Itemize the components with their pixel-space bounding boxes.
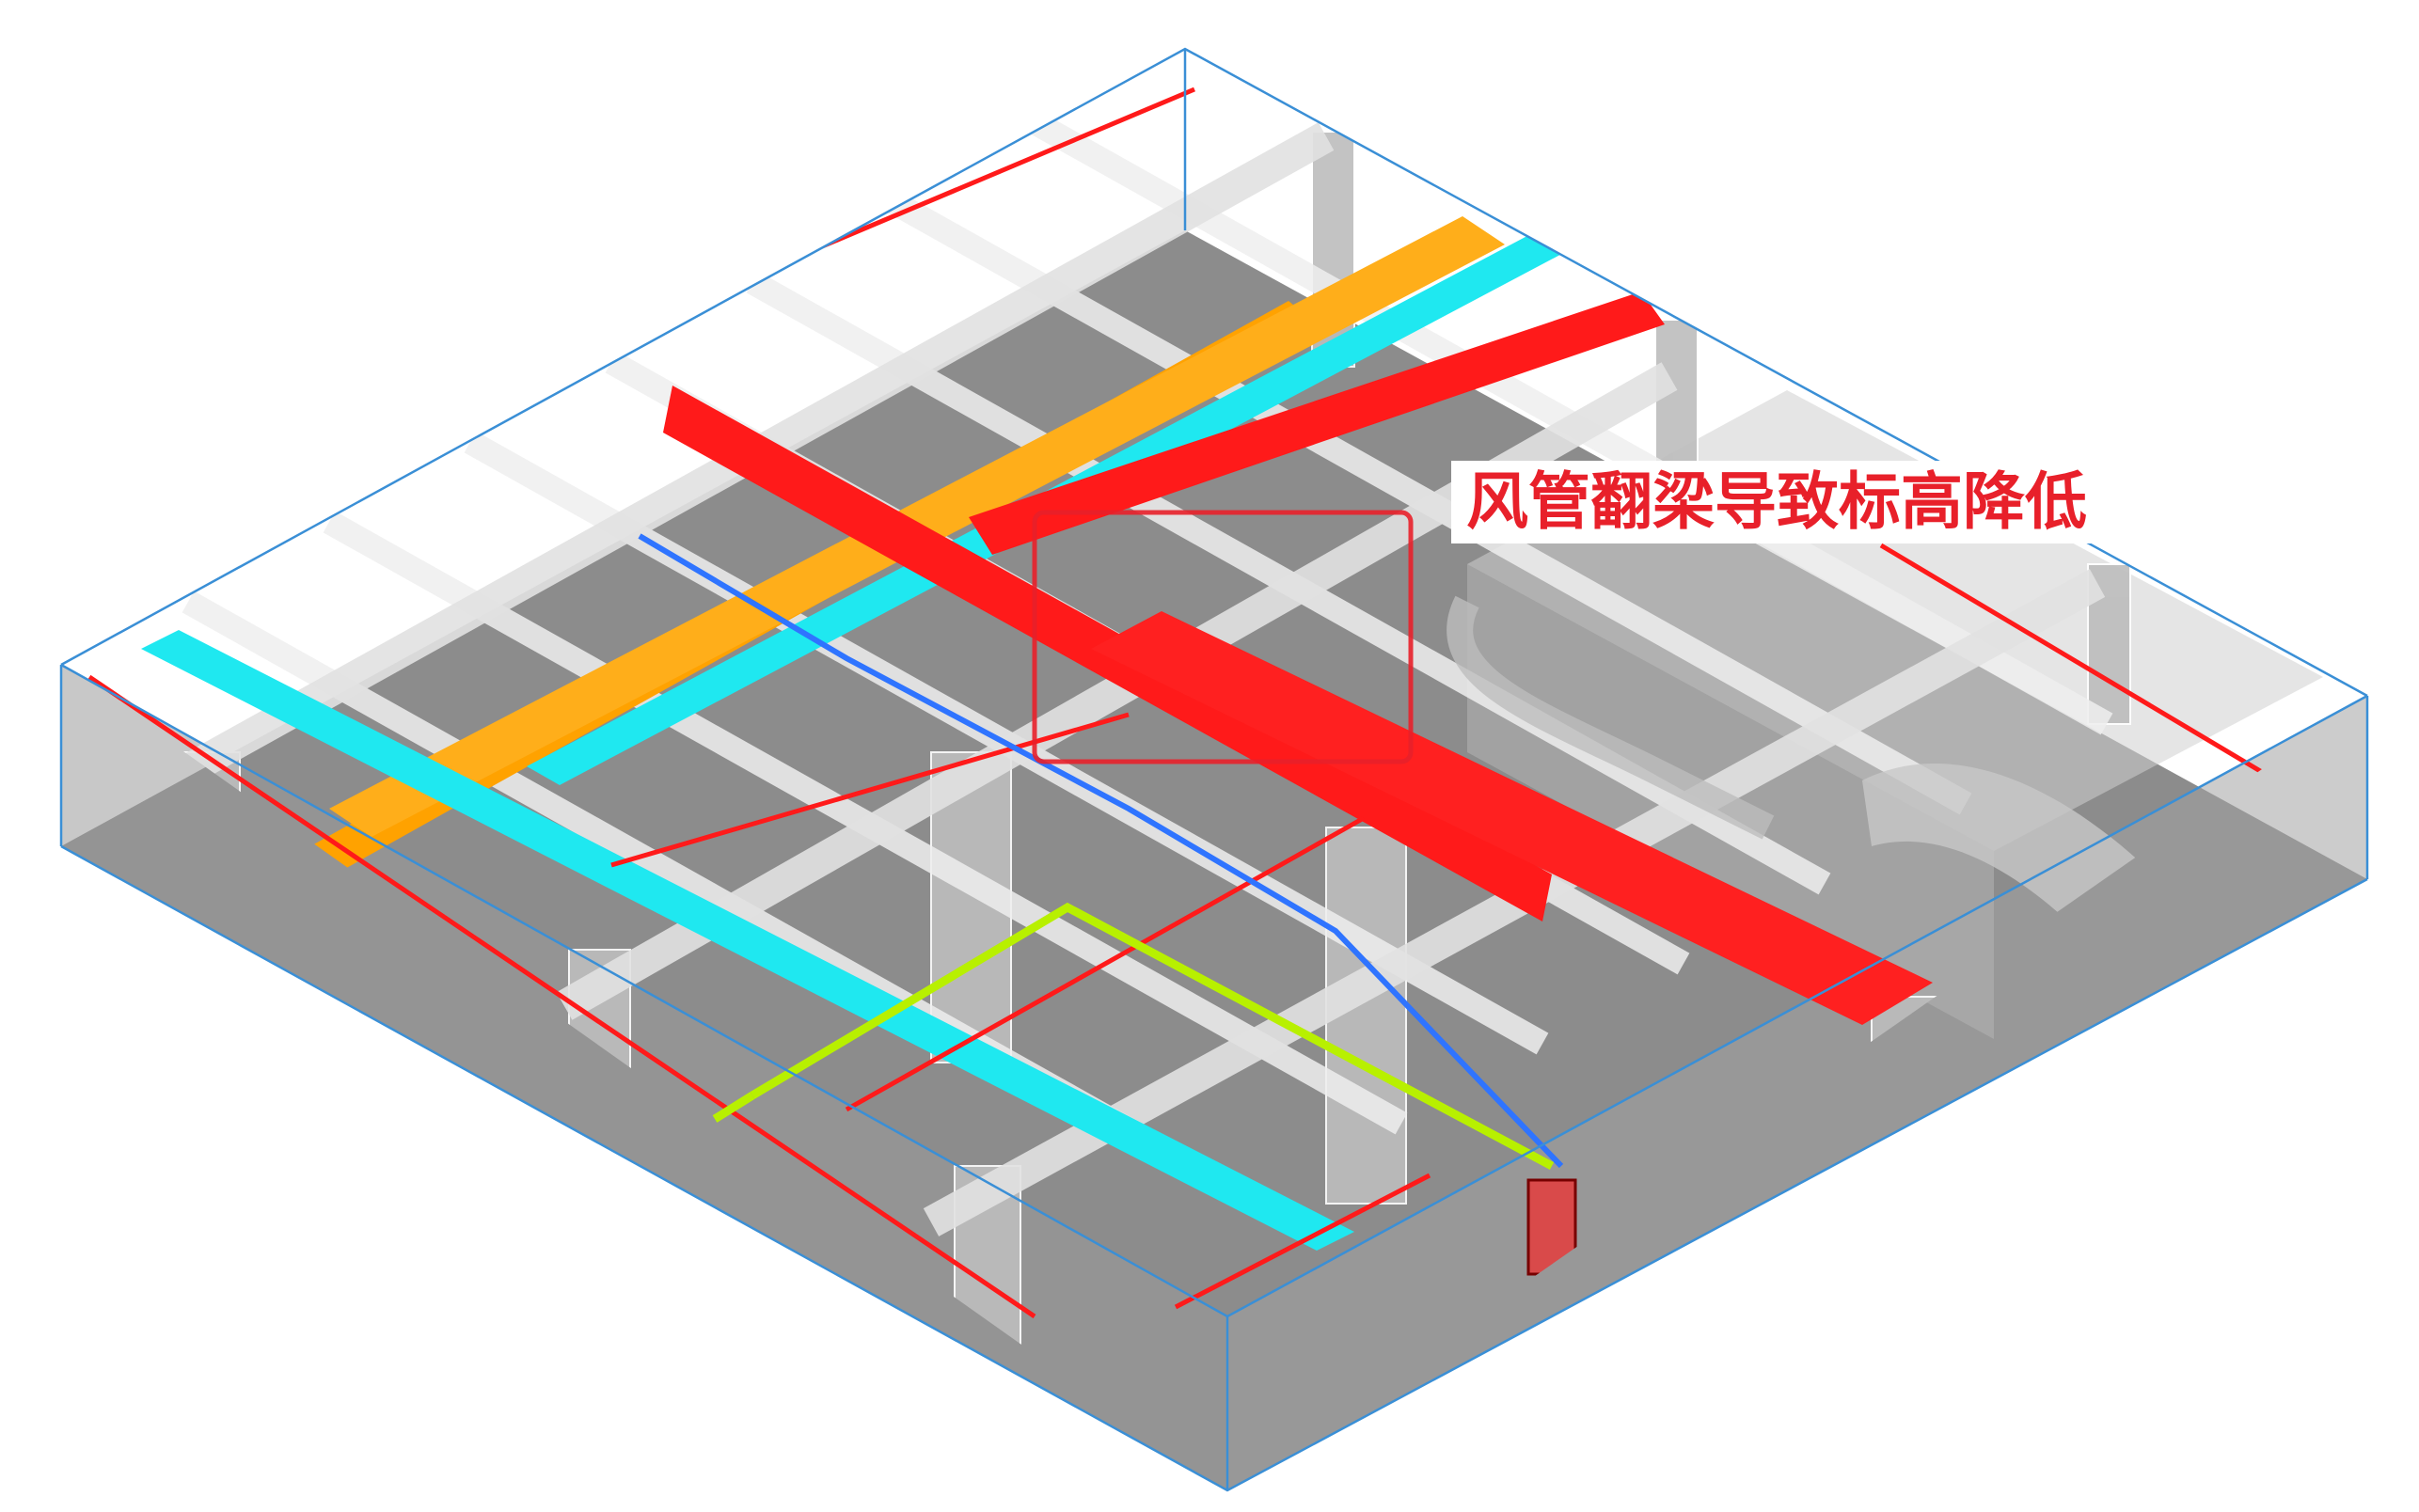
annotation-label: 风管翻梁导致标高降低 bbox=[1451, 461, 2102, 543]
yellow-green-pipe bbox=[750, 902, 1555, 1170]
highlight-box bbox=[1032, 510, 1414, 764]
yellow-green-pipe-stub bbox=[712, 1092, 755, 1123]
blue-pipe bbox=[638, 533, 1564, 1169]
red-air-duct-lower bbox=[1091, 611, 1933, 1025]
red-air-duct-branch bbox=[969, 291, 1665, 555]
cyan-cable-tray bbox=[141, 630, 1354, 1251]
front-left-wall bbox=[61, 665, 1227, 1490]
curved-cable-tray bbox=[1447, 595, 1775, 840]
